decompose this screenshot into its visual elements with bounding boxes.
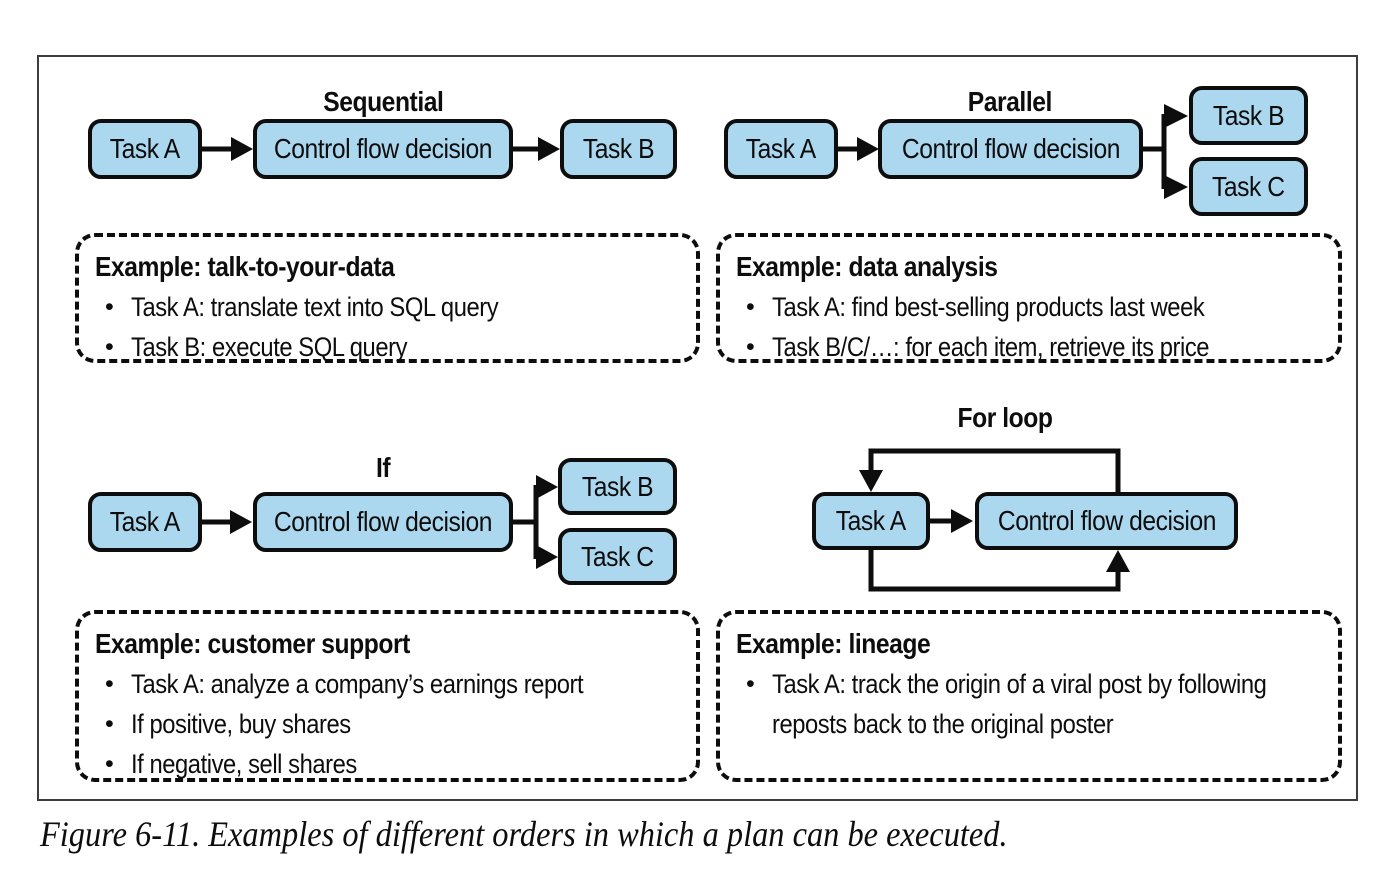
node-forloop-control-flow-decision: Control flow decision: [975, 492, 1238, 550]
node-label: Task A: [110, 133, 180, 164]
section-title-if-text: If: [375, 452, 391, 483]
section-title-parallel: Parallel: [860, 80, 1160, 122]
example-title-text: Example: talk-to-your-data: [95, 251, 395, 282]
bullet-icon: •: [105, 710, 114, 738]
bullet-item: • Task A: analyze a company’s earnings r…: [95, 664, 680, 704]
node-label: Task B: [1212, 99, 1285, 131]
section-title-for-loop: For loop: [855, 396, 1155, 438]
bullet-text: Task B: execute SQL query: [131, 332, 408, 362]
node-label: Task A: [746, 133, 816, 164]
node-sequential-control-flow-decision: Control flow decision: [253, 119, 513, 179]
node-sequential-task-a: Task A: [88, 119, 202, 179]
bullet-item: • Task B: execute SQL query: [95, 327, 680, 367]
figure-caption-text: Figure 6-11. Examples of different order…: [40, 814, 1008, 854]
bullet-item: • Task B/C/…: for each item, retrieve it…: [736, 327, 1322, 367]
bullet-icon: •: [105, 670, 114, 698]
node-label: Task B: [582, 133, 655, 164]
node-label: Task C: [1212, 170, 1285, 202]
example-title-text: Example: data analysis: [736, 251, 998, 282]
example-title-sequential: Example: talk-to-your-data: [95, 247, 680, 287]
node-label: Control flow decision: [997, 505, 1216, 536]
node-label: Task A: [110, 506, 180, 537]
bullet-text: If positive, buy shares: [131, 709, 351, 739]
bullet-icon: •: [746, 293, 755, 321]
figure-caption: Figure 6-11. Examples of different order…: [40, 812, 1115, 856]
bullet-icon: •: [105, 293, 114, 321]
bullet-item: • Task A: translate text into SQL query: [95, 287, 680, 327]
node-if-task-a: Task A: [88, 492, 202, 552]
example-title-text: Example: customer support: [95, 628, 410, 659]
node-label: Task C: [581, 540, 654, 572]
node-if-control-flow-decision: Control flow decision: [253, 492, 513, 552]
node-if-task-b: Task B: [558, 458, 677, 515]
bullet-icon: •: [746, 670, 755, 698]
bullet-item: • If positive, buy shares: [95, 704, 680, 744]
node-parallel-task-c: Task C: [1189, 157, 1308, 216]
bullet-icon: •: [746, 333, 755, 361]
node-parallel-task-a: Task A: [724, 119, 838, 179]
bullet-icon: •: [105, 333, 114, 361]
node-forloop-task-a: Task A: [812, 492, 930, 550]
section-title-if: If: [233, 446, 533, 488]
bullet-item: • If negative, sell shares: [95, 744, 680, 784]
example-box-parallel: Example: data analysis • Task A: find be…: [716, 233, 1342, 363]
section-title-for-loop-text: For loop: [957, 402, 1053, 433]
node-label: Task B: [581, 470, 654, 502]
bullet-item: • Task A: track the origin of a viral po…: [736, 664, 1322, 744]
node-parallel-control-flow-decision: Control flow decision: [878, 119, 1143, 179]
section-title-sequential: Sequential: [233, 80, 533, 122]
bullet-text: If negative, sell shares: [131, 749, 357, 779]
node-if-task-c: Task C: [558, 528, 677, 585]
example-title-parallel: Example: data analysis: [736, 247, 1322, 287]
section-title-parallel-text: Parallel: [967, 86, 1053, 117]
example-title-if: Example: customer support: [95, 624, 680, 664]
example-box-for-loop: Example: lineage • Task A: track the ori…: [716, 610, 1342, 782]
node-label: Control flow decision: [273, 506, 493, 537]
node-label: Control flow decision: [901, 133, 1120, 164]
node-label: Task A: [836, 505, 906, 536]
bullet-text: Task A: analyze a company’s earnings rep…: [131, 669, 584, 699]
example-title-for-loop: Example: lineage: [736, 624, 1322, 664]
bullet-icon: •: [105, 750, 114, 778]
bullet-text: Task B/C/…: for each item, retrieve its …: [772, 332, 1210, 362]
example-box-if: Example: customer support • Task A: anal…: [75, 610, 700, 782]
node-parallel-task-b: Task B: [1189, 86, 1308, 145]
bullet-item: • Task A: find best-selling products las…: [736, 287, 1322, 327]
example-box-sequential: Example: talk-to-your-data • Task A: tra…: [75, 233, 700, 363]
bullet-text: Task A: track the origin of a viral post…: [772, 669, 1267, 739]
section-title-sequential-text: Sequential: [322, 86, 444, 117]
node-label: Control flow decision: [273, 133, 493, 164]
node-sequential-task-b: Task B: [560, 119, 677, 179]
example-title-text: Example: lineage: [736, 628, 931, 659]
bullet-text: Task A: find best-selling products last …: [772, 292, 1205, 322]
bullet-text: Task A: translate text into SQL query: [131, 292, 499, 322]
